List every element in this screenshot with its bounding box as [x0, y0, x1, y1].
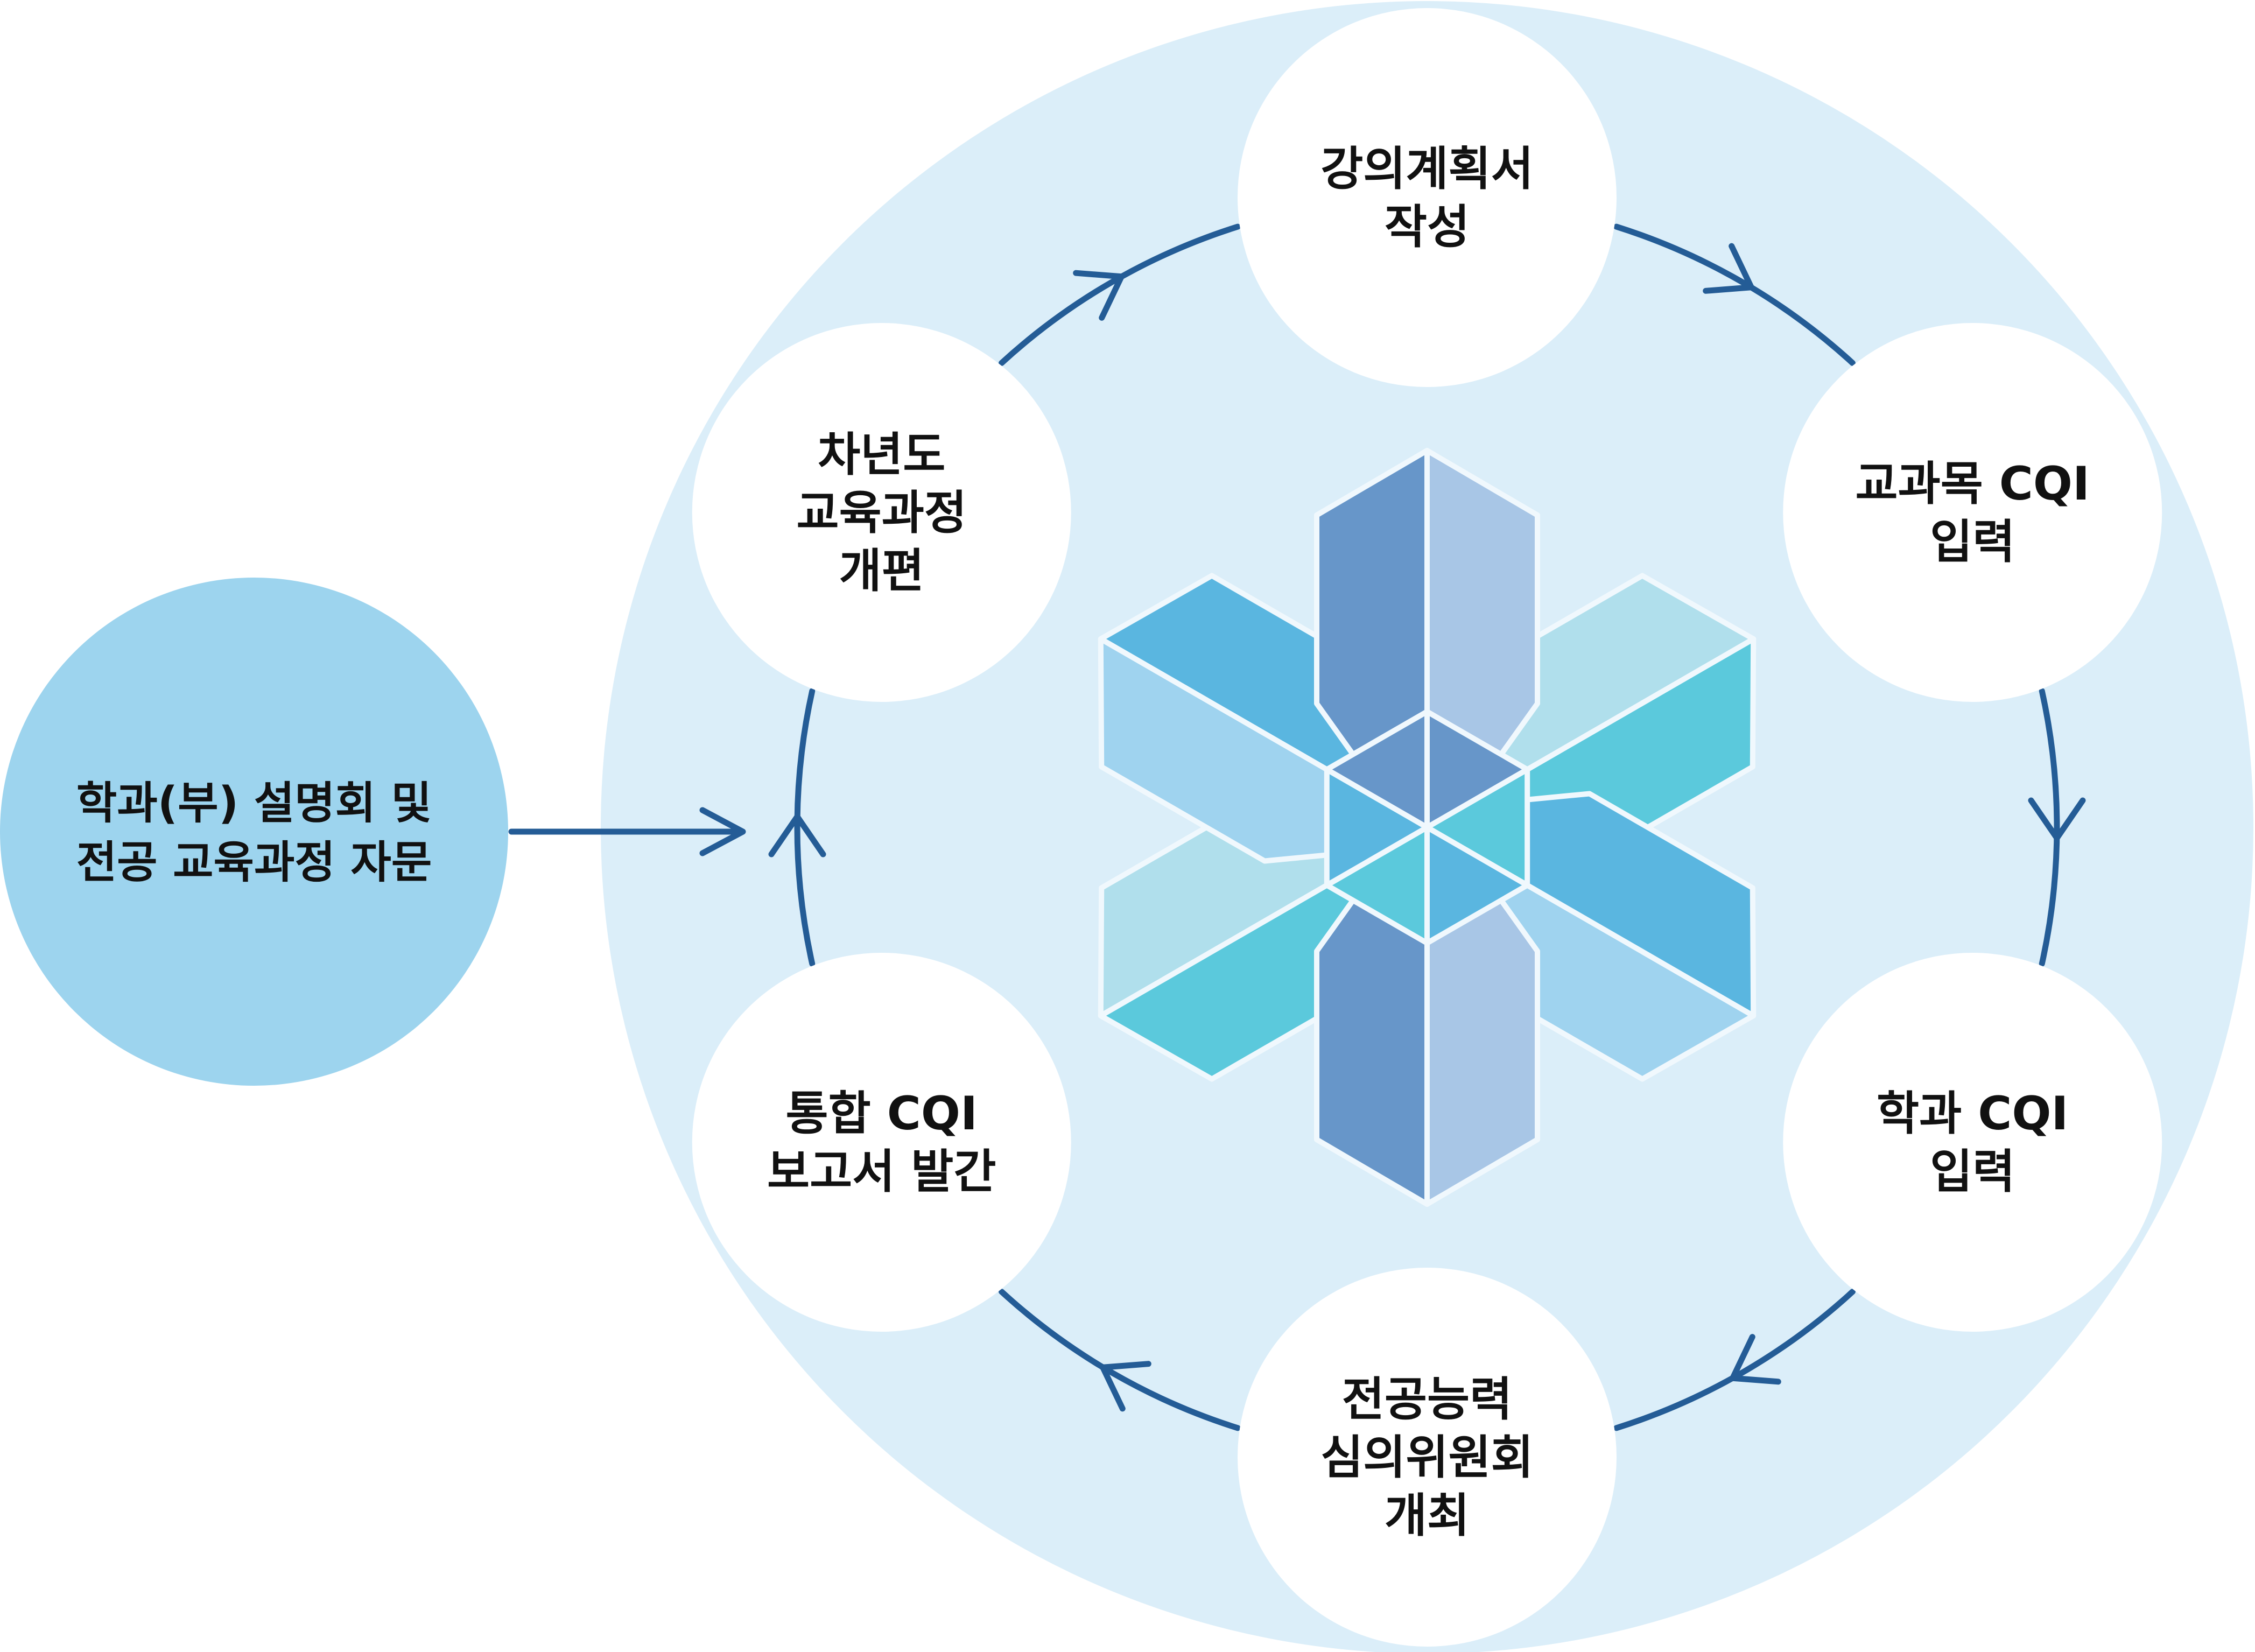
cycle-arrowhead: [2028, 797, 2086, 841]
cycle-node-label: 작성: [1385, 200, 1470, 254]
cycle-node-label: 강의계획서: [1320, 142, 1534, 196]
cycle-node-label: 전공능력: [1342, 1373, 1512, 1426]
input-arrow-head: [699, 807, 746, 856]
cycle-node-circle: [692, 323, 1071, 702]
cycle-node-label: 입력: [1930, 1145, 2015, 1199]
cycle-arc: [1613, 223, 1856, 366]
cycle-node-circle: [1783, 323, 2162, 702]
cycle-arrowhead: [768, 813, 826, 857]
cycle-arc: [1613, 1289, 1856, 1431]
cycle-arc: [2039, 688, 2060, 967]
snowflake-core-facet: [1324, 709, 1430, 830]
cycle-node-label: 교과목 CQI: [1855, 457, 2090, 511]
cycle-node-label: 개최: [1385, 1489, 1470, 1543]
snowflake-emblem: [1098, 448, 1757, 1207]
cycle-arc: [999, 223, 1241, 366]
cycle-node-label: 심의위원회: [1320, 1431, 1534, 1485]
cycle-node-label: 입력: [1930, 515, 2015, 569]
input-node-label-line2: 전공 교육과정 자문: [76, 837, 432, 888]
cycle-arrows: [768, 223, 2086, 1431]
cycle-node-circle: [692, 953, 1071, 1332]
cycle-arrowhead: [1730, 1334, 1781, 1385]
cycle-arc: [999, 1289, 1241, 1431]
cycle-arc: [794, 688, 816, 967]
cycle-node-label: 통합 CQI: [786, 1087, 978, 1141]
cycle-arrowhead: [1703, 243, 1754, 294]
cycle-arrowhead: [1073, 270, 1125, 321]
input-node-label: 학과(부) 설명회 및: [76, 778, 432, 829]
cycle-node-label: 차년도: [818, 428, 945, 482]
cycle-node-circle: [1783, 953, 2162, 1332]
cycle-node-label: 학과 CQI: [1877, 1087, 2068, 1141]
cycle-node-label: 개편: [839, 544, 924, 598]
cycle-arrowhead: [1100, 1361, 1151, 1412]
cycle-node-label: 보고서 발간: [767, 1145, 996, 1199]
cycle-node-circle: [1238, 8, 1617, 387]
cycle-node-label: 교육과정: [797, 486, 967, 540]
cycle-node-circle: [1238, 1268, 1617, 1647]
input-node-circle: [0, 578, 508, 1086]
